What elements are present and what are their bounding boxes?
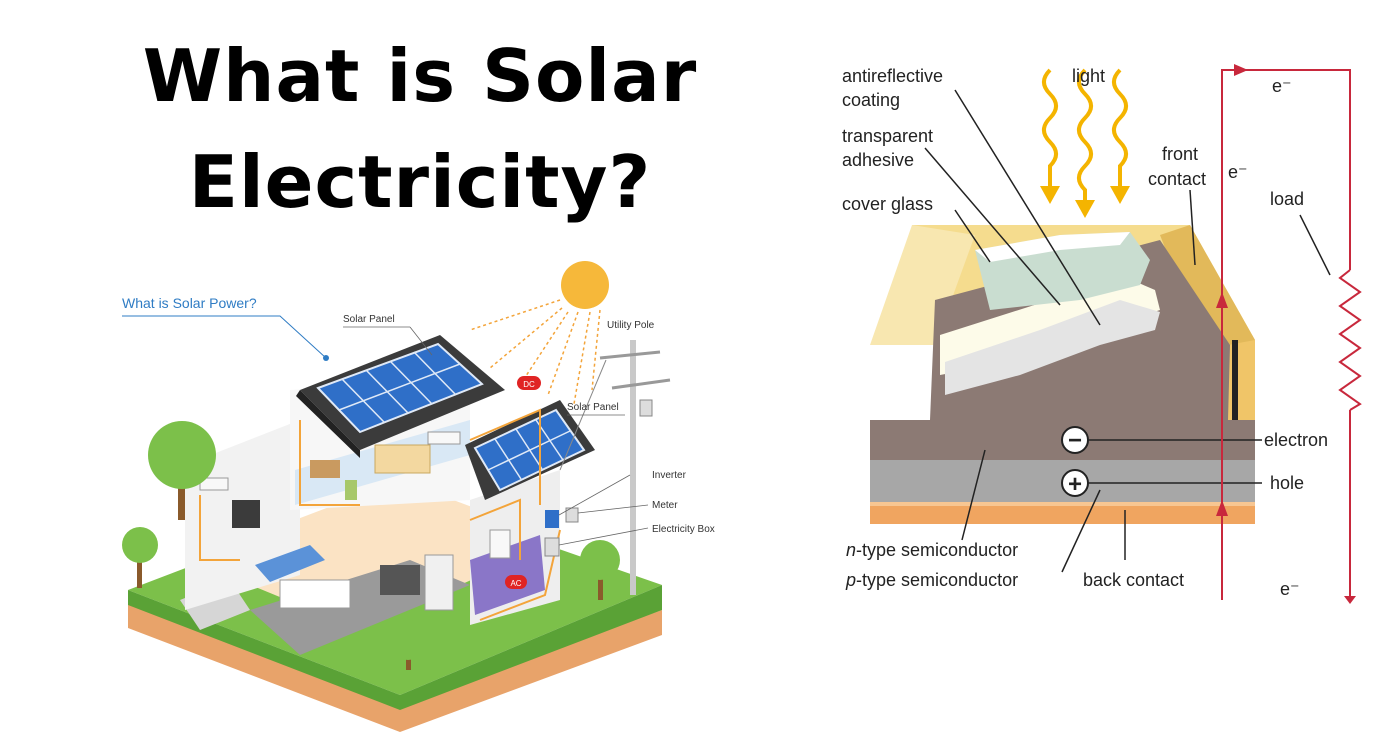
load-label: load (1270, 189, 1304, 209)
n-type-label: n-type semiconductor (846, 540, 1018, 560)
electron-flow-label-mid: e⁻ (1228, 162, 1248, 182)
antireflective-label-1: antireflective (842, 66, 943, 86)
light-rays (1044, 70, 1126, 204)
front-contact-label-2: contact (1148, 169, 1206, 189)
hole-label: hole (1270, 473, 1304, 493)
light-label: light (1072, 66, 1105, 86)
n-type-text: -type semiconductor (856, 540, 1018, 560)
electron-label: electron (1264, 430, 1328, 450)
adhesive-label-2: adhesive (842, 150, 914, 170)
n-type-prefix: n (846, 540, 856, 560)
p-type-prefix: p (845, 570, 856, 590)
adhesive-label-1: transparent (842, 126, 933, 146)
front-contact-strip (1232, 340, 1238, 420)
p-type-text: -type semiconductor (856, 570, 1018, 590)
electron-flow-label-top: e⁻ (1272, 76, 1292, 96)
antireflective-label-2: coating (842, 90, 900, 110)
back-contact-label: back contact (1083, 570, 1184, 590)
back-contact-base (870, 502, 1255, 506)
p-type-label: p-type semiconductor (845, 570, 1018, 590)
electron-sign: − (1068, 427, 1082, 454)
hole-sign: + (1068, 471, 1082, 498)
cover-glass-label: cover glass (842, 194, 933, 214)
front-contact-label-1: front (1162, 144, 1198, 164)
electron-flow-label-bottom: e⁻ (1280, 579, 1300, 599)
